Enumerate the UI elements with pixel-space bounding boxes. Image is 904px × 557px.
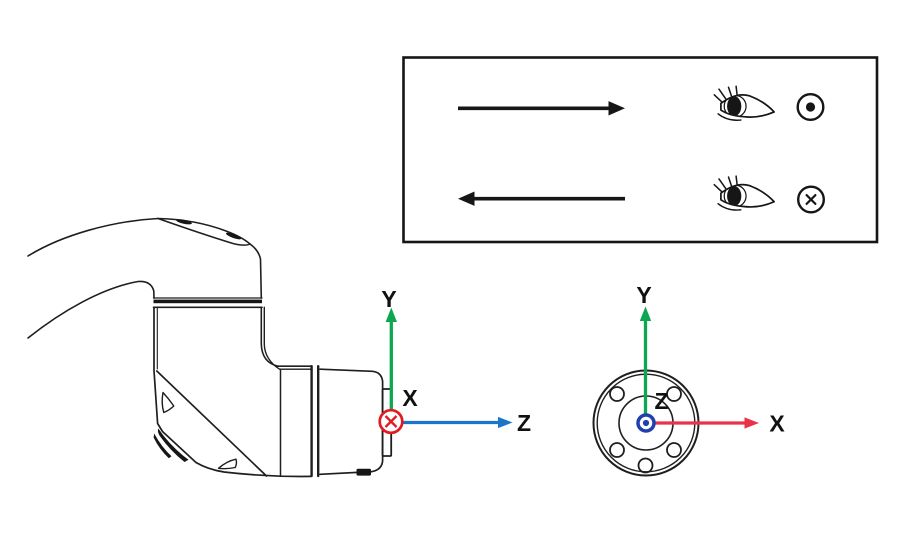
legend-row-into-page — [458, 176, 826, 214]
eye-icon — [714, 176, 774, 210]
bolt-hole — [666, 442, 682, 458]
body-cutout-lower — [217, 458, 238, 470]
joint-band — [153, 299, 262, 304]
y-axis-arrowhead — [639, 306, 652, 321]
arm-top-silhouette — [27, 217, 159, 257]
arm-slit-detail — [176, 219, 192, 225]
housing-foot — [356, 468, 371, 476]
eye-icon — [714, 86, 774, 120]
legend-row-out-of-page — [458, 86, 825, 121]
left-arrow-head — [458, 191, 475, 206]
arm-seam-upper — [157, 217, 251, 245]
wrist-diagonal-seam — [155, 370, 268, 477]
x-axis-into-page-marker — [378, 408, 404, 435]
bumper-detail — [153, 433, 172, 459]
legend-box — [402, 56, 879, 244]
x-in-circle-icon — [797, 185, 826, 214]
bolt-hole — [666, 386, 682, 402]
y-axis-label: Y — [636, 282, 651, 308]
wrist-step-inner — [263, 306, 312, 370]
wrist-step-outer — [260, 306, 312, 367]
z-axis-arrowhead — [498, 416, 513, 429]
arm-slit-detail — [225, 232, 242, 240]
dot-in-circle-icon — [796, 92, 825, 121]
front-view-axes: Y X Z — [636, 282, 785, 437]
right-arrow-head — [608, 101, 625, 116]
side-view-axes: Y X Z — [378, 286, 531, 436]
direction-legend — [402, 56, 879, 244]
robot-arm-side-view — [27, 217, 393, 478]
z-axis-out-of-page-marker — [636, 413, 656, 433]
z-axis-label: Z — [654, 388, 668, 414]
x-axis-arrowhead — [744, 417, 759, 429]
x-axis-label: X — [402, 385, 418, 411]
wrist-body-outline — [153, 306, 312, 478]
y-axis-label: Y — [381, 286, 396, 312]
bolt-hole — [637, 457, 654, 474]
bolt-hole — [609, 442, 625, 458]
tool-housing-outline — [319, 368, 384, 476]
x-axis-label: X — [769, 411, 785, 437]
body-cutout-upper — [161, 391, 175, 414]
z-axis-label: Z — [517, 410, 531, 436]
bumper-detail — [157, 428, 189, 462]
y-axis-arrowhead — [385, 307, 397, 322]
arm-right-edge — [249, 243, 263, 299]
arm-seam-lower — [157, 217, 251, 246]
bolt-hole — [609, 386, 625, 402]
arm-bottom-silhouette — [27, 280, 155, 339]
